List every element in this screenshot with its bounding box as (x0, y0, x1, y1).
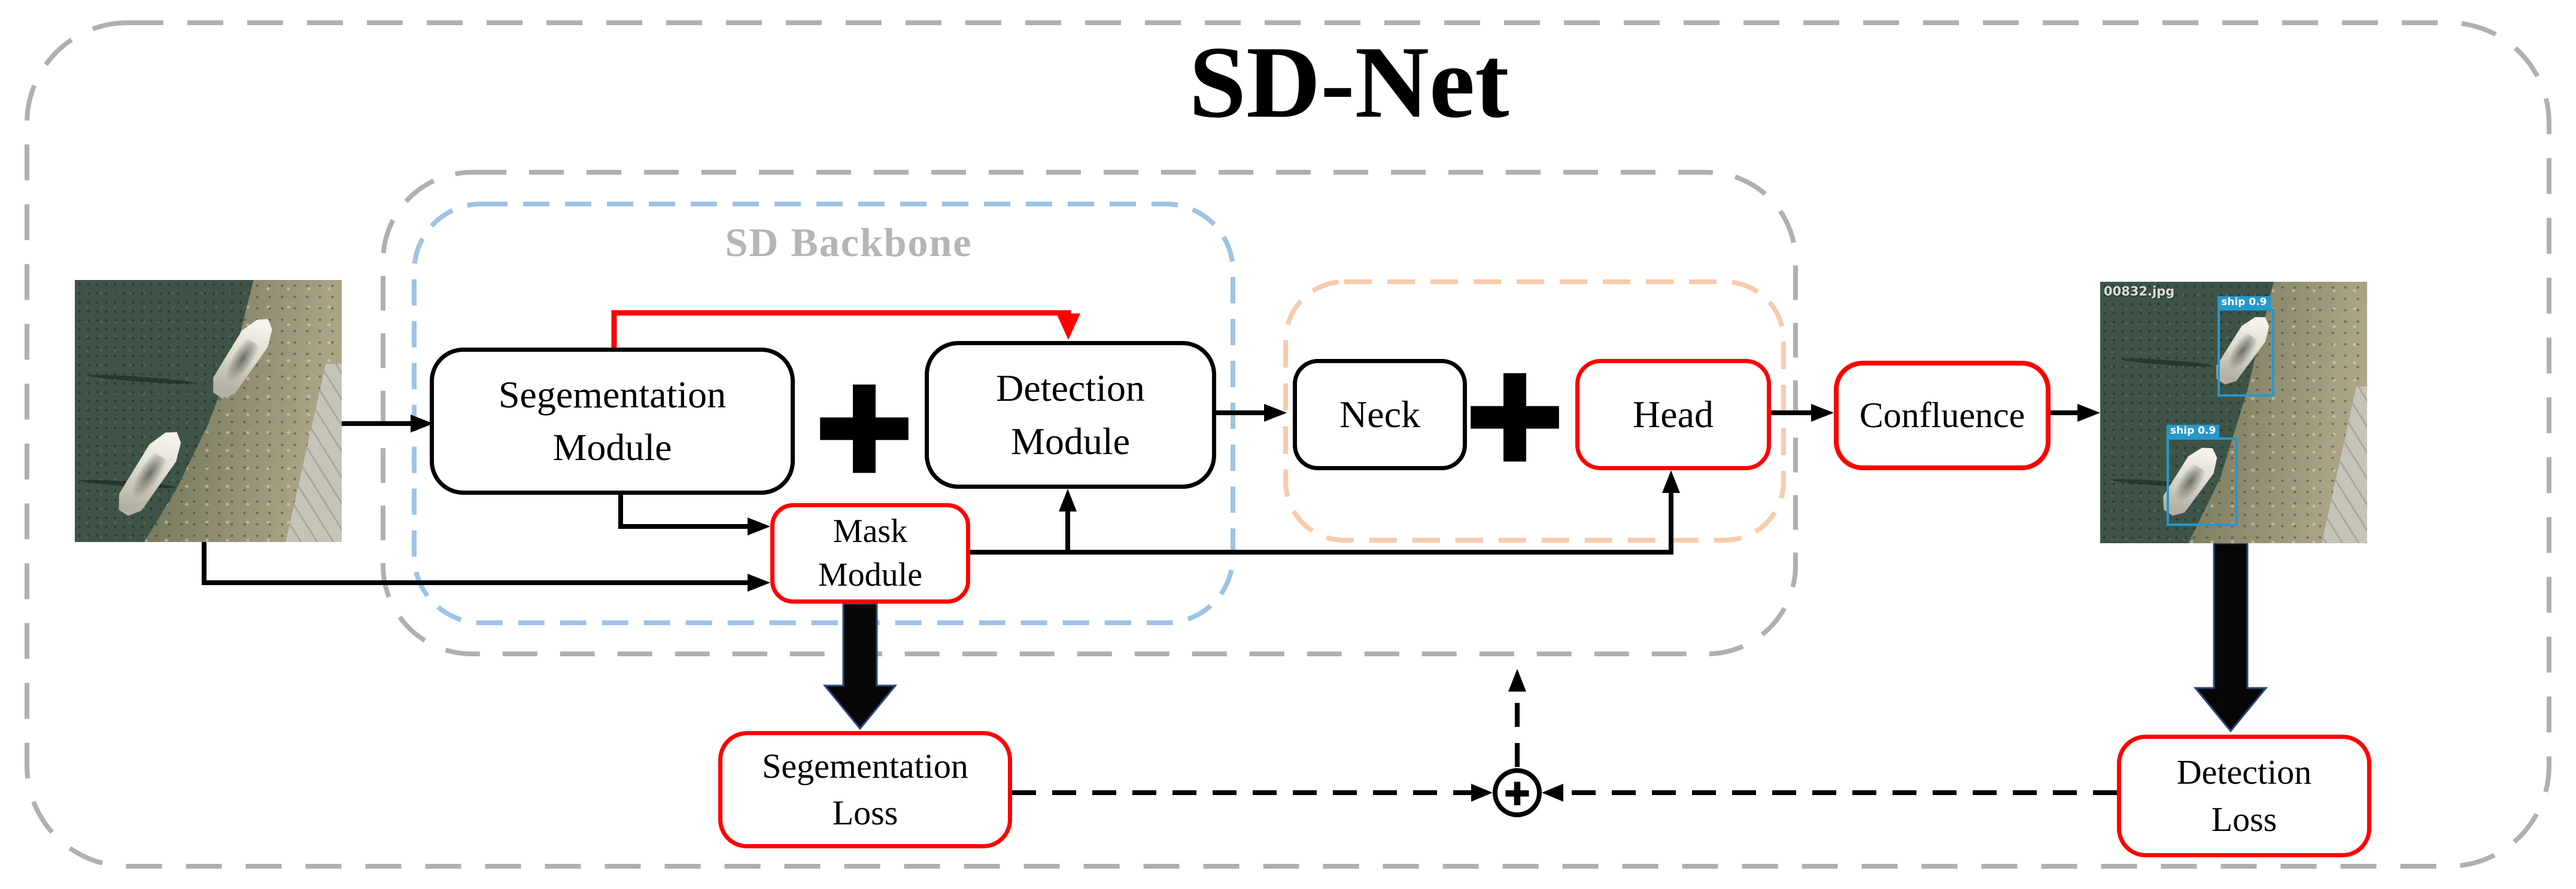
sum-to-network-feedback-arrowhead (1508, 669, 1526, 692)
detection-module-label-line1: Detection (996, 367, 1145, 410)
segmentation-loss-box: Segementation Loss (718, 731, 1012, 848)
head-label: Head (1632, 392, 1714, 436)
segmentation-to-mask-arrowhead (748, 517, 770, 535)
confluence-box: Confluence (1834, 361, 2051, 470)
input-aerial-image (75, 280, 342, 542)
diagram-title: SD-Net (1189, 26, 1509, 139)
segmentation-to-mask-arrow-line (618, 495, 750, 529)
solid-arrows (202, 410, 2080, 585)
solid-arrowheads (411, 404, 2100, 592)
boat-shadow-streak (2121, 357, 2213, 369)
mask-module-box: Mask Module (770, 503, 970, 604)
detection-loss-box: Detection Loss (2117, 735, 2371, 857)
mask-to-head-arrowhead (1662, 470, 1680, 493)
segmentation-module-box: Segementation Module (430, 348, 795, 495)
confluence-to-output-arrowhead (2077, 404, 2100, 422)
segmentation-module-label-line1: Segementation (498, 373, 727, 416)
backbone-fusion-plus: + (806, 345, 922, 503)
input-to-segmentation-arrowhead (411, 415, 433, 433)
detection-bbox (2217, 308, 2275, 397)
detection-loss-to-sum-arrowhead (1542, 784, 1563, 802)
detection-module-label-line2: Module (1010, 419, 1131, 462)
confluence-label: Confluence (1859, 395, 2025, 436)
segmentation-loss-label-line2: Loss (832, 793, 898, 832)
dashed-arrowheads (1471, 669, 1563, 802)
detection-module-box: Detection Module (925, 341, 1216, 489)
loss-dashed-lines (1012, 693, 2117, 795)
segmentation-loss-to-sum-arrowhead (1471, 784, 1493, 802)
head-to-confluence-arrowhead (1811, 404, 1834, 422)
neck-label: Neck (1339, 392, 1421, 436)
neck-head-fusion-plus-icon: + (1455, 334, 1575, 492)
input-to-mask-arrow-line (202, 542, 750, 585)
backbone-fusion-plus-icon: + (804, 345, 924, 503)
detection-label-tag: ship 0.9 (2217, 296, 2271, 309)
neck-box: Neck (1293, 359, 1467, 470)
input-to-mask-arrowhead (748, 574, 770, 592)
head-box: Head (1575, 359, 1771, 470)
output-to-detection-loss-thick-arrow (2193, 542, 2268, 733)
mask-module-label-line1: Mask (833, 513, 908, 550)
segmentation-module-label-line2: Module (552, 426, 672, 468)
mask-to-detection-arrowhead (1059, 489, 1077, 512)
output-detection-image: ship 0.9 ship 0.9 00832.jpg (2100, 282, 2367, 543)
detection-bbox (2167, 437, 2238, 526)
boat-shadow-streak (88, 373, 195, 386)
detection-to-neck-arrowhead (1264, 404, 1287, 422)
detection-label-tag: ship 0.9 (2167, 424, 2220, 437)
detection-label: ship 0.9 (2170, 425, 2216, 437)
outer-boundary-box (25, 20, 2551, 869)
detection-loss-label-line1: Detection (2176, 753, 2312, 792)
mask-module-label-line2: Module (818, 556, 923, 593)
output-filename-label: 00832.jpg (2104, 284, 2175, 299)
mask-to-segmentation-loss-thick-arrow (822, 602, 898, 730)
segmentation-to-detection-skip-arrowhead (1056, 313, 1080, 340)
segmentation-loss-label-line1: Segementation (762, 746, 968, 786)
neck-head-fusion-plus: + (1457, 334, 1572, 492)
mask-to-head-arrow-line (970, 491, 1673, 555)
loss-sum-node-icon: + (1493, 768, 1542, 817)
detection-loss-label-line2: Loss (2211, 799, 2277, 839)
detection-label: ship 0.9 (2221, 296, 2267, 309)
sd-backbone-label: SD Backbone (725, 220, 973, 265)
loss-sum-operator: + (1502, 772, 1533, 814)
